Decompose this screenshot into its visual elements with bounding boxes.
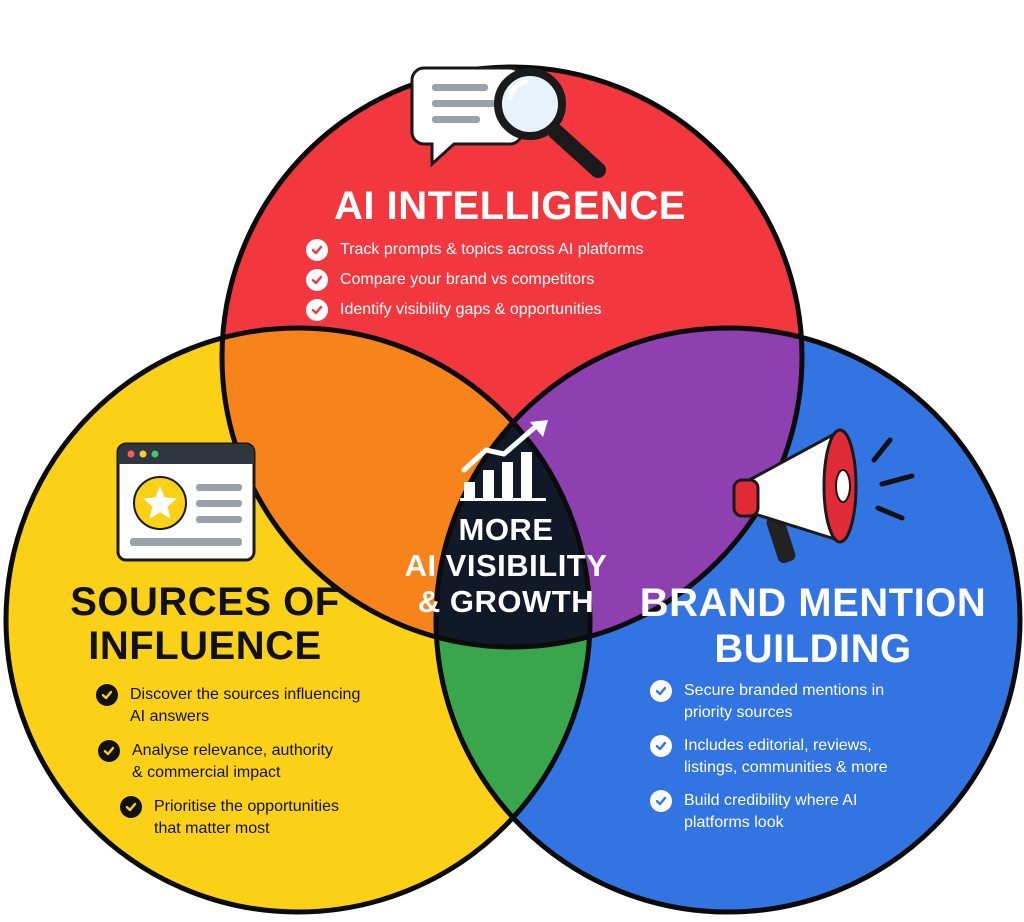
list-item: Secure branded mentions in priority sour… — [650, 680, 920, 724]
list-item-line: Secure branded mentions in — [684, 682, 885, 699]
title-line: BRAND MENTION — [639, 581, 987, 625]
center-title: MORE AI VISIBILITY & GROWTH — [396, 512, 616, 620]
list-item: Discover the sources influencing AI answ… — [96, 684, 386, 728]
list-item: Build credibility where AI platforms loo… — [650, 790, 920, 834]
list-item-line: Includes editorial, reviews, — [684, 737, 872, 754]
list-item-line: & commercial impact — [132, 764, 281, 781]
ai-intelligence-list: Track prompts & topics across AI platfor… — [306, 239, 746, 329]
growth-chart-icon — [460, 420, 548, 501]
center-line: MORE — [458, 512, 554, 547]
list-item-text: Compare your brand vs competitors — [340, 271, 595, 288]
list-item: Identify visibility gaps & opportunities — [306, 299, 746, 321]
browser-star-icon — [116, 442, 256, 562]
sources-of-influence-list: Analyse relevance, authority & commercia… — [98, 740, 388, 784]
check-icon — [650, 790, 672, 812]
check-icon — [650, 680, 672, 702]
check-icon — [120, 796, 142, 818]
check-icon — [98, 740, 120, 762]
check-icon — [650, 735, 672, 757]
list-item-line: platforms look — [684, 814, 784, 831]
list-item-line: Analyse relevance, authority — [132, 742, 333, 759]
check-icon — [306, 239, 328, 261]
outline-yellow — [3, 325, 593, 915]
list-item: Compare your brand vs competitors — [306, 269, 746, 291]
title-line: BUILDING — [714, 627, 912, 671]
list-item-line: Build credibility where AI — [684, 792, 858, 809]
title-line: SOURCES OF — [70, 580, 340, 624]
check-icon — [306, 299, 328, 321]
check-icon — [306, 269, 328, 291]
list-item-line: Discover the sources influencing — [130, 686, 361, 703]
list-item-line: AI answers — [130, 708, 210, 725]
list-item-line: Prioritise the opportunities — [154, 798, 339, 815]
title-line: INFLUENCE — [88, 624, 322, 668]
list-item-line: listings, communities & more — [684, 759, 888, 776]
sources-of-influence-list: Discover the sources influencing AI answ… — [96, 684, 386, 728]
list-item: Analyse relevance, authority & commercia… — [98, 740, 388, 784]
title-ai-intelligence: AI INTELLIGENCE — [334, 184, 686, 228]
list-item: Track prompts & topics across AI platfor… — [306, 239, 746, 261]
sources-of-influence-list: Prioritise the opportunities that matter… — [120, 796, 410, 840]
list-item-text: Track prompts & topics across AI platfor… — [340, 241, 644, 258]
title-sources-of-influence: SOURCES OF INFLUENCE — [40, 580, 370, 668]
list-item: Includes editorial, reviews, listings, c… — [650, 735, 920, 779]
check-icon — [96, 684, 118, 706]
list-item: Prioritise the opportunities that matter… — [120, 796, 410, 840]
chat-magnifier-icon — [410, 66, 606, 178]
brand-mention-building-list: Secure branded mentions in priority sour… — [650, 680, 920, 845]
outline-blue — [433, 325, 1023, 915]
list-item-line: priority sources — [684, 704, 793, 721]
center-line: AI VISIBILITY — [404, 548, 608, 583]
center-line: & GROWTH — [417, 584, 595, 619]
list-item-line: that matter most — [154, 820, 270, 837]
list-item-text: Identify visibility gaps & opportunities — [340, 301, 602, 318]
title-brand-mention-building: BRAND MENTION BUILDING — [628, 580, 998, 672]
megaphone-icon — [732, 428, 915, 564]
